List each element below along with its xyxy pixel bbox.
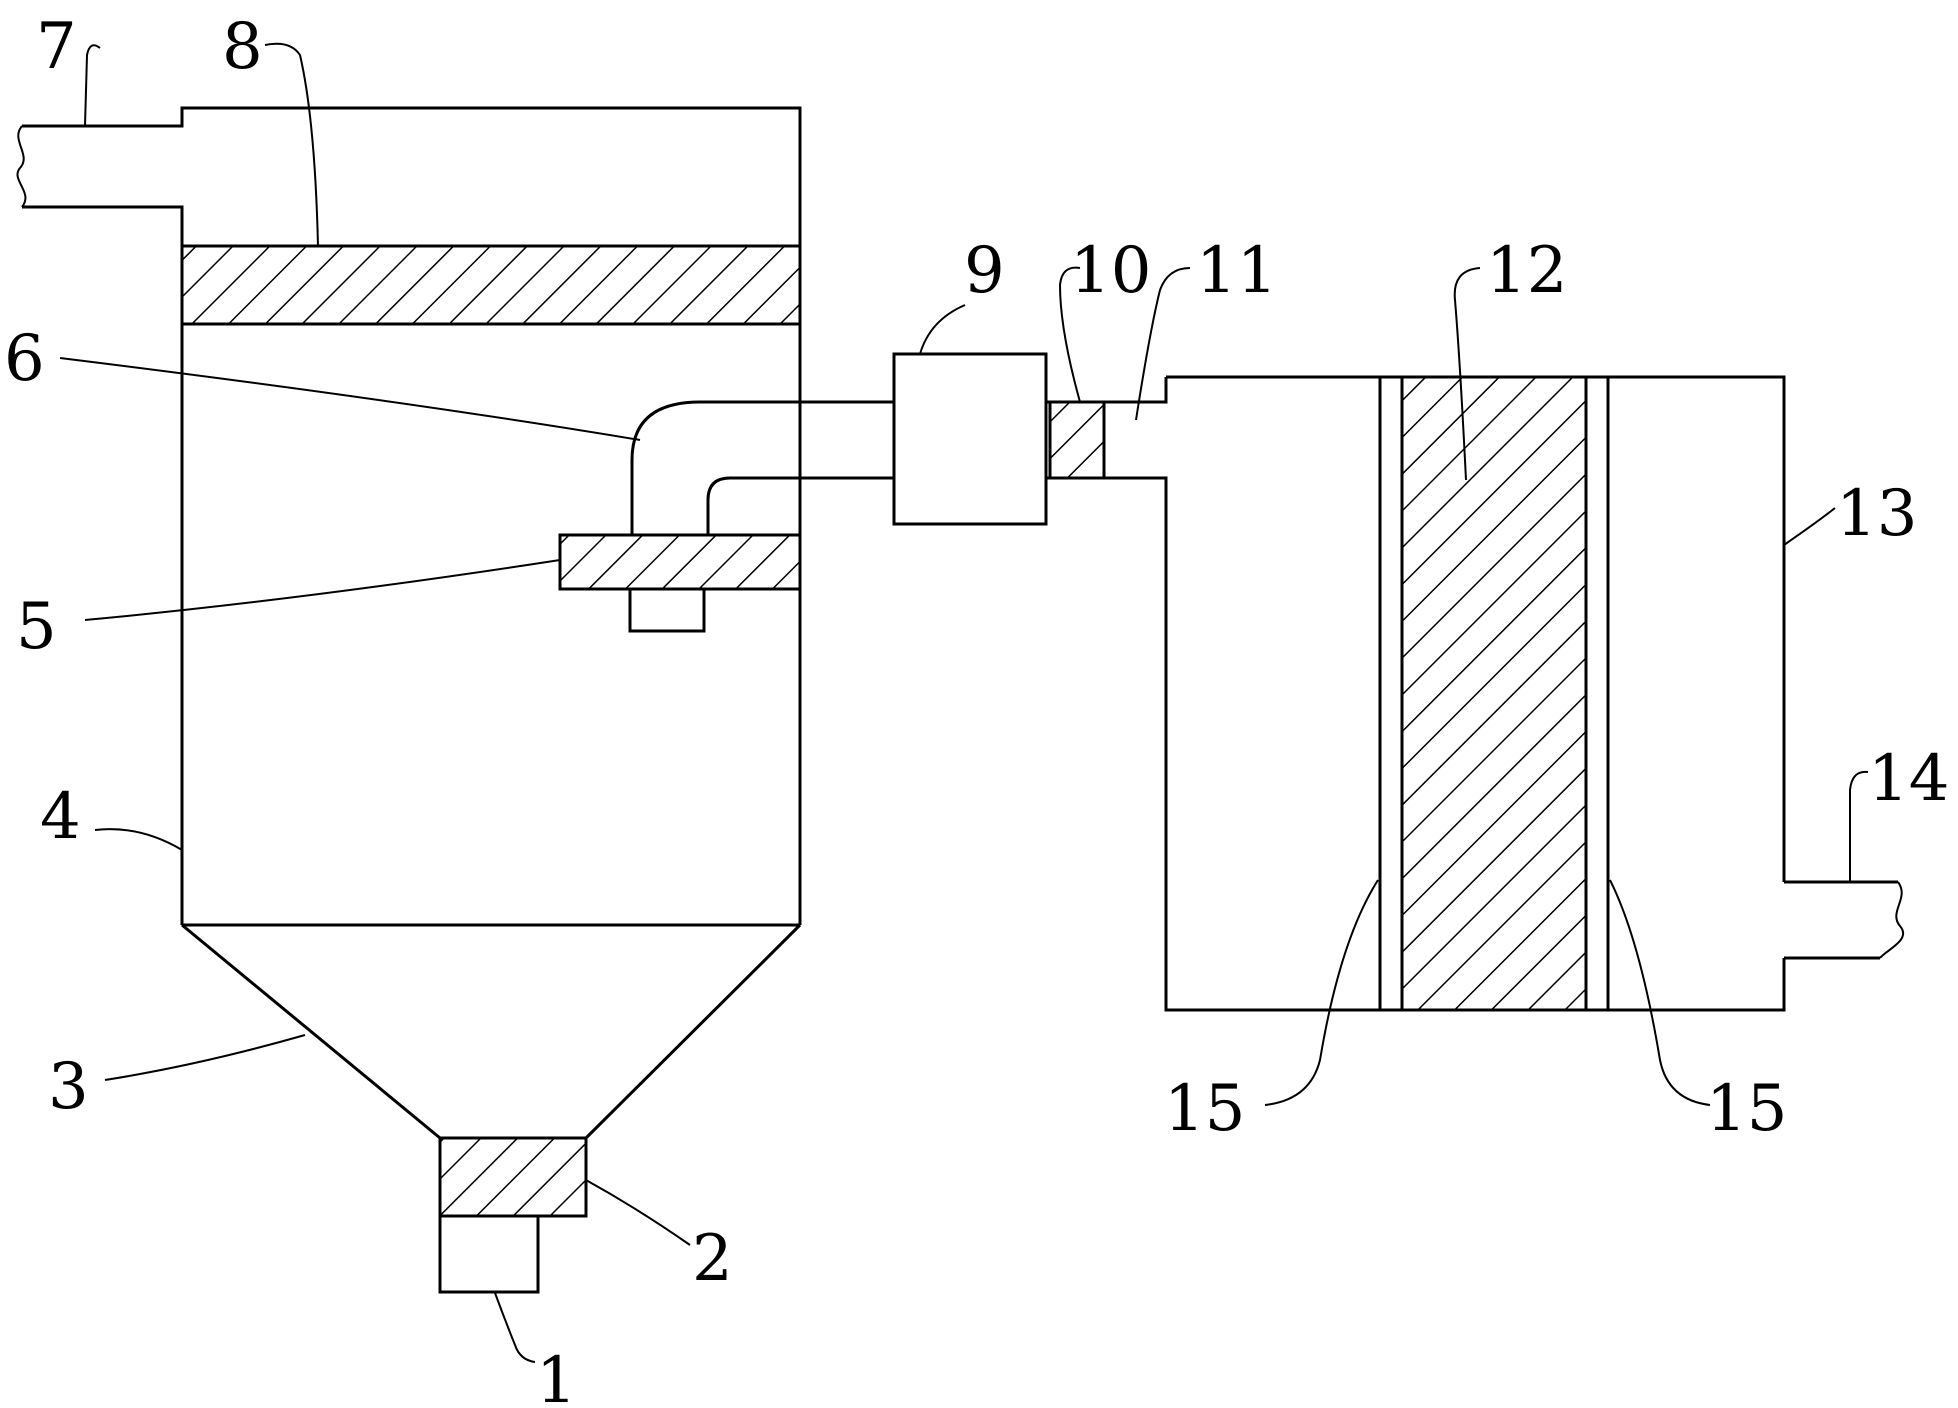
label-1: 1: [536, 1344, 577, 1408]
pump-9: [892, 352, 1048, 526]
label-4: 4: [40, 780, 81, 854]
label-12: 12: [1486, 234, 1567, 308]
leader-3: [104, 1034, 306, 1081]
leader-7: [84, 44, 101, 127]
right-tank: [1164, 375, 1904, 1012]
label-14: 14: [1868, 742, 1949, 816]
leader-10: [1058, 266, 1081, 403]
leader-8: [264, 42, 319, 247]
label-11: 11: [1196, 234, 1277, 308]
bent-pipe-6: [630, 400, 894, 535]
left-vessel: [16, 106, 894, 1294]
leader-lines: [59, 42, 1869, 1363]
inlet-pipe-7: [22, 106, 802, 925]
nozzle-under-plate: [628, 587, 706, 633]
label-5: 5: [16, 590, 57, 664]
outlet-pipe-break: [1879, 881, 1904, 959]
leader-4: [94, 828, 183, 851]
leader-6: [59, 357, 641, 441]
label-6: 6: [4, 322, 45, 396]
leader-12: [1453, 267, 1481, 481]
label-10: 10: [1070, 234, 1151, 308]
label-13: 13: [1836, 477, 1917, 551]
plate-5: [558, 533, 802, 591]
label-15-left: 15: [1164, 1072, 1245, 1146]
leader-15a: [1264, 879, 1379, 1106]
label-2: 2: [692, 1222, 733, 1296]
filter-layer-8: [180, 244, 802, 326]
leader-9: [919, 304, 966, 355]
label-7: 7: [36, 10, 77, 84]
label-8: 8: [222, 10, 263, 84]
membrane-15-right: [1584, 375, 1610, 1012]
valve-10: [1048, 400, 1106, 480]
leader-5: [84, 559, 561, 621]
valve-2: [438, 1136, 588, 1218]
label-3: 3: [48, 1050, 89, 1124]
callout-labels: 1 2 3 4 5 6 7 8 9 10 11 12 13 14 15 15: [4, 10, 1949, 1408]
inlet-pipe-break: [16, 125, 27, 208]
label-9: 9: [964, 234, 1005, 308]
outlet-1: [438, 1214, 540, 1294]
leader-15b: [1609, 879, 1711, 1106]
membrane-15-left: [1378, 375, 1404, 1012]
filter-core-12: [1400, 375, 1588, 1012]
label-15-right: 15: [1706, 1072, 1787, 1146]
connection: [892, 352, 1168, 526]
outlet-pipe-14: [1784, 880, 1898, 960]
leader-1: [494, 1292, 536, 1363]
cone-bottom-3: [181, 923, 802, 1140]
leader-14: [1849, 770, 1869, 882]
leader-13: [1783, 507, 1836, 546]
leader-11: [1135, 267, 1191, 421]
leader-2: [585, 1179, 691, 1246]
